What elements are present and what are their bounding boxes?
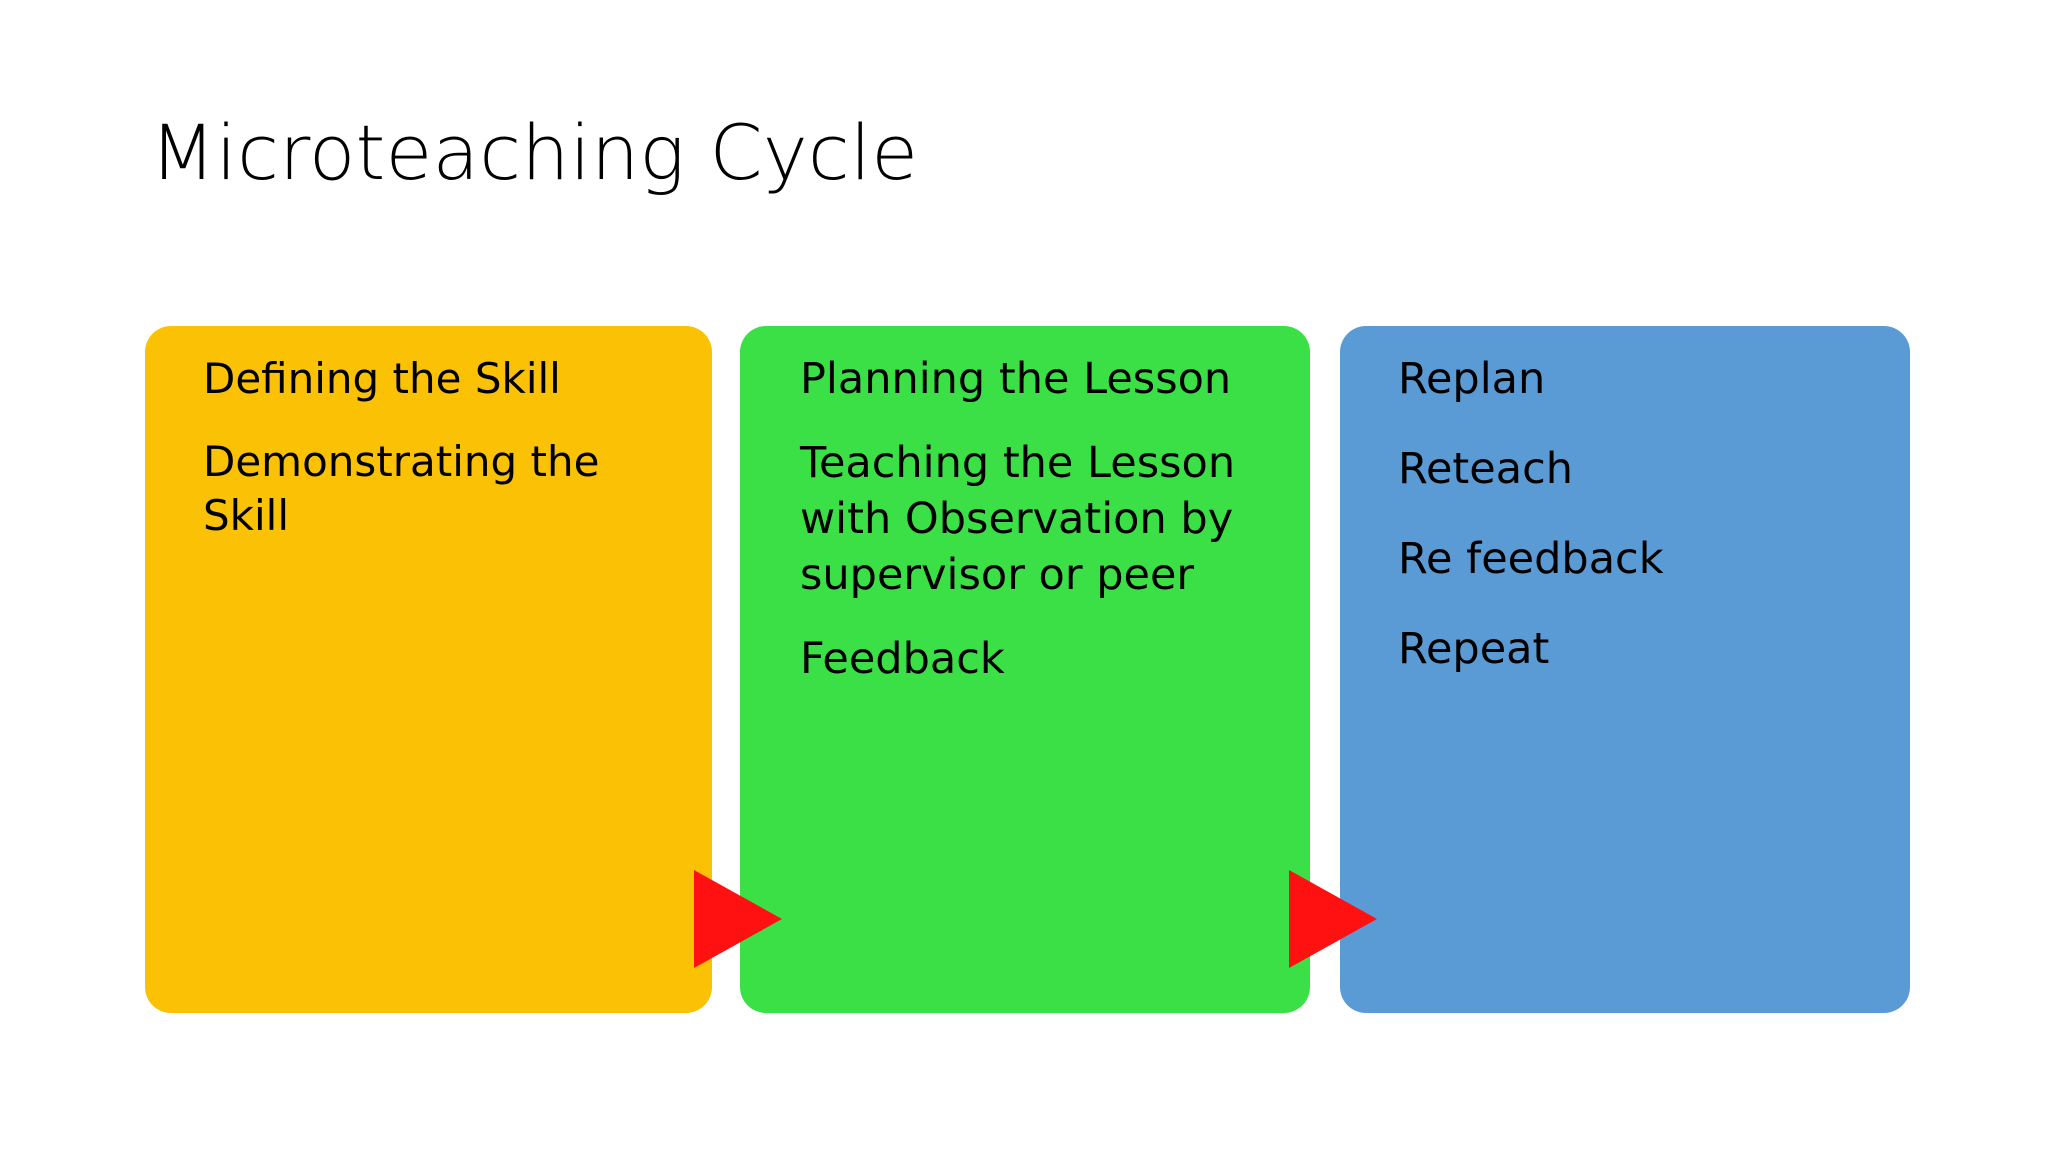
stage-line: Demonstrating the Skill <box>203 436 600 541</box>
arrow-right-icon <box>1289 870 1377 968</box>
stage-line: Feedback <box>800 633 1005 684</box>
stage-line: Replan <box>1398 354 1546 404</box>
stage-line: Repeat <box>1398 623 1550 674</box>
page-title: Microteaching Cycle <box>150 108 919 197</box>
stage-line: Reteach <box>1398 443 1573 494</box>
stage-line: Re feedback <box>1398 533 1664 584</box>
stage-card-replan[interactable]: Replan Reteach Re feedback Repeat <box>1340 326 1910 1013</box>
stage-card-defining[interactable]: Defining the Skill Demonstrating the Ski… <box>145 326 712 1013</box>
stage-card-planning[interactable]: Planning the Lesson Teaching the Lesson … <box>740 326 1310 1013</box>
stage-line: Planning the Lesson <box>800 354 1232 404</box>
stage-line: Defining the Skill <box>203 354 561 403</box>
stage-line: Teaching the Lesson with Observation by … <box>800 437 1236 600</box>
arrow-right-icon <box>694 870 782 968</box>
